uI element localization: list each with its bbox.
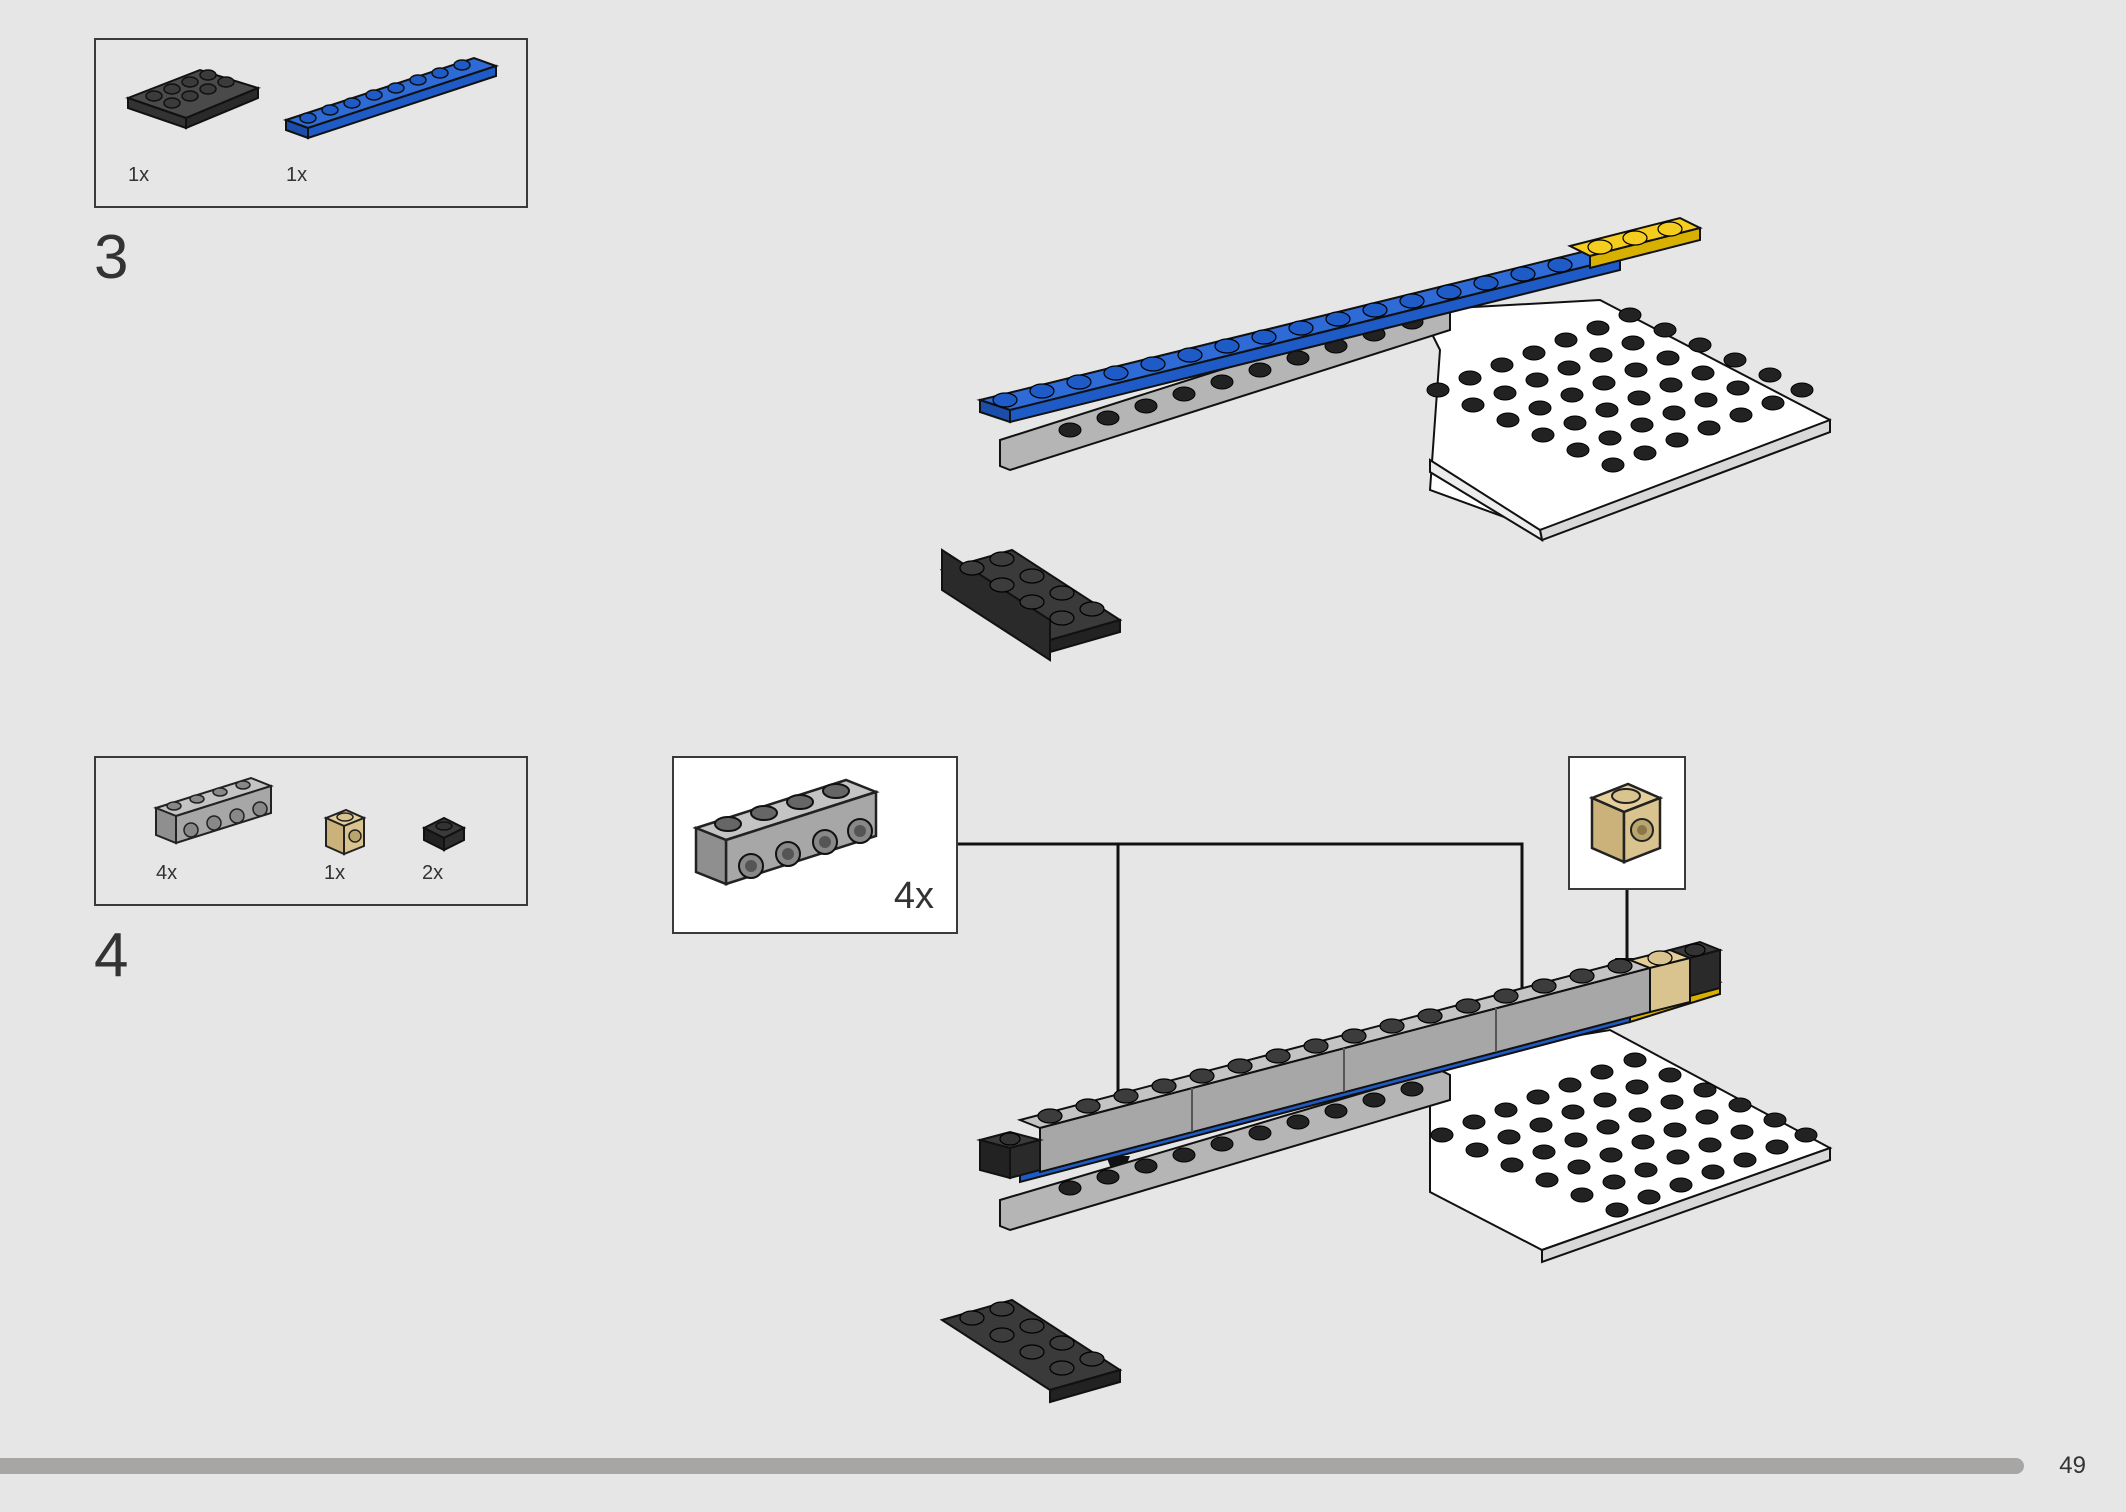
callout-quantity: 4x xyxy=(893,875,934,917)
step-3-model xyxy=(939,216,1832,662)
tan-brick-1x1-icon xyxy=(1588,782,1664,864)
step-number: 3 xyxy=(94,223,129,292)
part-quantity: 2x xyxy=(422,862,444,884)
parts-list-step-4: 4x 1x 2x xyxy=(94,756,528,906)
parts-list-step-3: 1x 1x xyxy=(94,38,528,208)
part-quantity: 1x xyxy=(128,164,150,186)
part-quantity: 1x xyxy=(286,164,308,186)
black-plate-1x1-icon xyxy=(421,816,467,852)
part-quantity: 1x xyxy=(324,862,346,884)
progress-bar xyxy=(0,1458,2024,1474)
grey-brick-1x4-icon xyxy=(692,778,880,886)
part-quantity: 4x xyxy=(156,862,178,884)
step-4-model xyxy=(939,940,1833,1404)
page-number: 49 xyxy=(2059,1452,2086,1479)
grey-brick-1x4-icon xyxy=(153,776,274,845)
callout-grey-brick: 4x xyxy=(672,756,958,934)
tan-brick-1x1-icon xyxy=(323,808,367,856)
step-number: 4 xyxy=(94,921,129,990)
blue-plate-1x8-icon xyxy=(282,56,500,140)
dark-plate-2x4-icon xyxy=(125,68,261,130)
callout-tan-brick xyxy=(1568,756,1686,890)
